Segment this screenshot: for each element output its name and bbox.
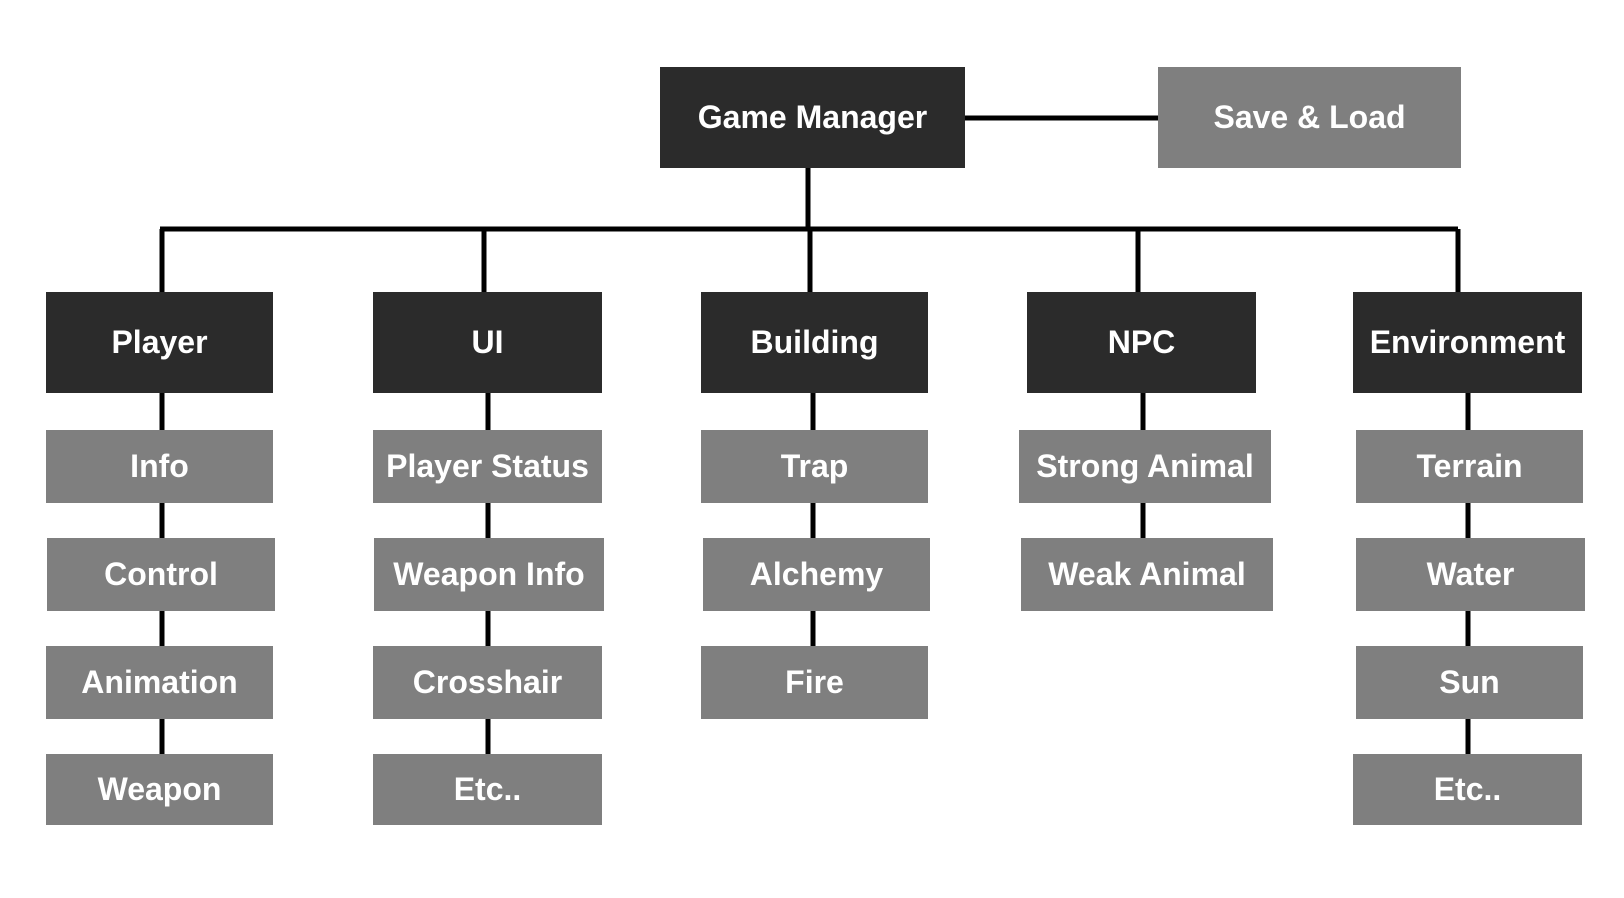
- player-weapon-node: Weapon: [46, 754, 273, 825]
- player-info-node: Info: [46, 430, 273, 503]
- environment-etc-node: Etc..: [1353, 754, 1582, 825]
- environment-node: Environment: [1353, 292, 1582, 393]
- environment-sun-node: Sun: [1356, 646, 1583, 719]
- building-alchemy-node: Alchemy: [703, 538, 930, 611]
- player-control-node: Control: [47, 538, 275, 611]
- ui-weapon-info-node: Weapon Info: [374, 538, 604, 611]
- player-animation-node: Animation: [46, 646, 273, 719]
- npc-weak-animal-node: Weak Animal: [1021, 538, 1273, 611]
- npc-strong-animal-node: Strong Animal: [1019, 430, 1271, 503]
- npc-node: NPC: [1027, 292, 1256, 393]
- building-fire-node: Fire: [701, 646, 928, 719]
- ui-crosshair-node: Crosshair: [373, 646, 602, 719]
- ui-player-status-node: Player Status: [373, 430, 602, 503]
- environment-water-node: Water: [1356, 538, 1585, 611]
- player-node: Player: [46, 292, 273, 393]
- ui-node: UI: [373, 292, 602, 393]
- environment-terrain-node: Terrain: [1356, 430, 1583, 503]
- game-manager-node: Game Manager: [660, 67, 965, 168]
- building-trap-node: Trap: [701, 430, 928, 503]
- save-load-node: Save & Load: [1158, 67, 1461, 168]
- building-node: Building: [701, 292, 928, 393]
- ui-etc-node: Etc..: [373, 754, 602, 825]
